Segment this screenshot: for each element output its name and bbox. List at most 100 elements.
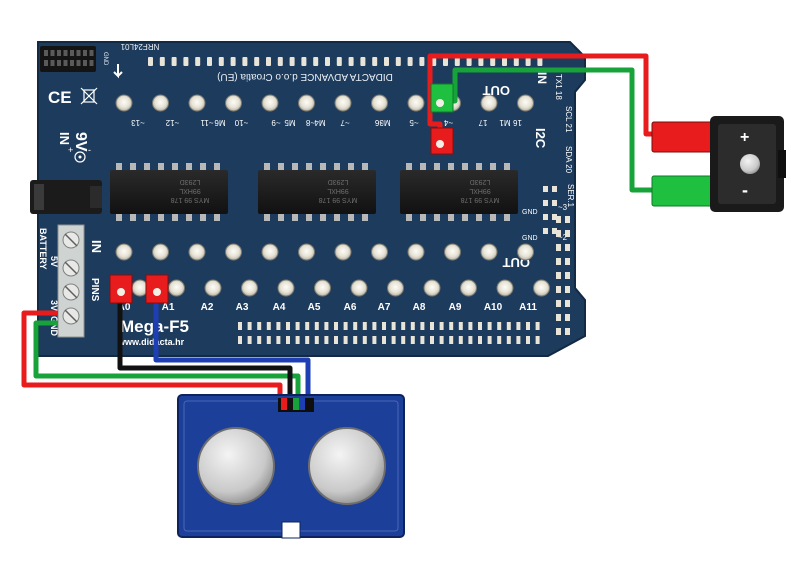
pin-pad[interactable] — [480, 243, 498, 261]
header-pin — [410, 336, 415, 344]
in-label: IN — [89, 240, 104, 253]
tilde3-label: ~3 — [558, 203, 568, 212]
pin-pad[interactable] — [444, 243, 461, 261]
header-pin — [395, 57, 401, 66]
gnd-b-label: GND — [522, 235, 538, 242]
pin-pad[interactable] — [371, 243, 388, 261]
sensor-transducer-left — [197, 427, 275, 505]
chip-text: 99HXL — [327, 187, 349, 194]
serial-pin — [543, 186, 548, 192]
header-pin — [336, 57, 342, 66]
pin-pad[interactable] — [334, 243, 352, 261]
pin-pad[interactable] — [314, 279, 331, 297]
scl-label: SCL 21 — [564, 106, 573, 133]
connector-green-top — [430, 83, 454, 113]
pin-pad[interactable] — [517, 94, 534, 112]
header-pin — [565, 230, 570, 237]
pin-pad[interactable] — [298, 243, 315, 261]
pin-pad[interactable] — [371, 94, 388, 112]
website-label: www.didacta.hr — [117, 337, 185, 347]
nrf-pin — [63, 60, 68, 66]
pin-pad[interactable] — [168, 279, 185, 297]
header-pin — [487, 322, 492, 330]
pin-pad[interactable] — [188, 243, 206, 261]
header-pin — [565, 314, 570, 321]
pin-pad[interactable] — [261, 243, 279, 261]
chip-text: L293D — [328, 178, 349, 185]
header-pin — [391, 336, 396, 344]
pin-pad[interactable] — [533, 279, 550, 297]
header-pin — [305, 322, 310, 330]
tx-label: TX1 18 — [554, 74, 563, 100]
header-pin — [565, 272, 570, 279]
header-pin — [439, 336, 444, 344]
svg-text:+: + — [68, 145, 73, 155]
chip-text: MYS 99 178 — [171, 196, 210, 203]
header-pin — [207, 57, 212, 66]
chip-text: L293D — [470, 178, 491, 185]
header-pin — [502, 57, 507, 66]
bottom-pin-label: A2 — [201, 302, 214, 313]
header-pin — [430, 336, 434, 344]
nrf-pin — [50, 60, 55, 66]
header-pin — [556, 300, 561, 307]
nrf-pin — [50, 50, 55, 56]
header-pin — [565, 286, 570, 293]
pin-pad[interactable] — [496, 279, 514, 297]
header-pin — [195, 57, 201, 66]
header-pin — [401, 322, 406, 330]
header-pin — [556, 286, 561, 293]
header-pin — [266, 322, 271, 330]
header-pin — [360, 57, 366, 66]
pin-pad[interactable] — [423, 279, 441, 297]
battery-5v-label: 5V — [49, 256, 59, 267]
top-header-row — [148, 57, 543, 66]
serial-pin — [552, 200, 557, 206]
header-pin — [556, 230, 561, 237]
header-pin — [516, 336, 521, 344]
arrow-down-icon — [113, 64, 123, 79]
chip-text: 99HXL — [469, 187, 491, 194]
pin-pad[interactable] — [480, 94, 498, 112]
voltage-label: 9V — [72, 132, 89, 152]
header-pin — [449, 322, 454, 330]
pin-3v-label: 3V — [49, 300, 59, 311]
pin-pad[interactable] — [188, 94, 206, 112]
header-pin — [372, 336, 377, 344]
pin-pad[interactable] — [460, 279, 477, 297]
pin-pad[interactable] — [152, 94, 169, 112]
chip-text: MYS 99 178 — [319, 196, 358, 203]
pin-pad[interactable] — [241, 279, 258, 297]
pin-pad[interactable] — [407, 94, 425, 112]
header-pin — [242, 57, 248, 66]
pin-pad[interactable] — [517, 243, 534, 261]
nrf-pin — [89, 50, 94, 56]
pin-pad[interactable] — [277, 279, 295, 297]
pin-pad[interactable] — [350, 279, 368, 297]
pin-pad[interactable] — [225, 94, 242, 112]
pin-pad[interactable] — [115, 94, 133, 112]
top-pin-label: ~11 — [200, 118, 214, 127]
pin-pad[interactable] — [334, 94, 352, 112]
pin-pad[interactable] — [387, 279, 404, 297]
pin-pad[interactable] — [152, 243, 169, 261]
header-pin — [382, 336, 386, 344]
company-label: DIDACTA ADVANCE d.o.o Croatia (EU) — [217, 71, 393, 82]
battery-terminal — [57, 224, 85, 338]
header-pin — [254, 57, 260, 66]
pin-pad[interactable] — [298, 94, 315, 112]
module-led — [740, 154, 760, 174]
pin-pad[interactable] — [225, 243, 242, 261]
pin-pad[interactable] — [204, 279, 222, 297]
pin-gnd-left-label: GND — [49, 316, 59, 337]
pin-pad[interactable] — [261, 94, 279, 112]
top-pin-label: ~12 — [165, 118, 179, 127]
top-pin-label: ~5 — [409, 118, 419, 127]
gnd-vertical-label: GND — [102, 52, 108, 66]
pin-pad[interactable] — [115, 243, 133, 261]
wire-black — [117, 289, 293, 410]
pin-pad[interactable] — [407, 243, 425, 261]
polarity-icon: + - — [68, 145, 91, 163]
bottom-pin-label: A3 — [236, 302, 249, 313]
